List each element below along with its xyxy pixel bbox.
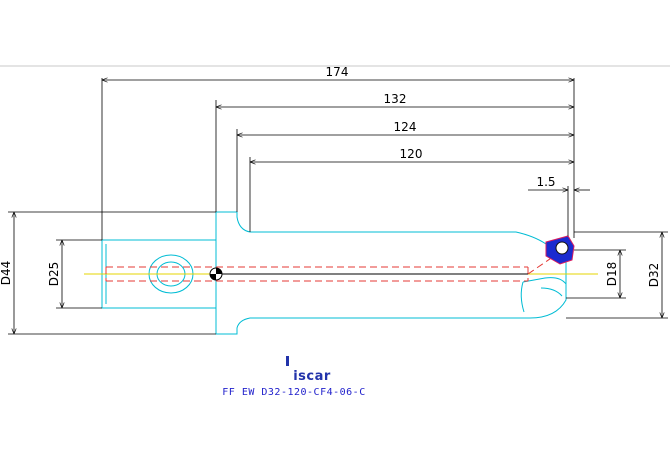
dim-label-d18: D18 bbox=[605, 262, 619, 287]
balance-marker bbox=[209, 267, 223, 281]
brand-logo: iscar bbox=[286, 356, 331, 384]
flute-outline bbox=[522, 277, 567, 285]
part-number: FF EW D32-120-CF4-06-C bbox=[222, 387, 365, 398]
cutting-insert bbox=[545, 235, 575, 265]
tool-body bbox=[101, 211, 567, 335]
dim-label-d44: D44 bbox=[0, 261, 13, 286]
dim-label-174: 174 bbox=[326, 65, 349, 79]
flange-outline bbox=[215, 211, 567, 335]
flute-outline-2 bbox=[520, 281, 525, 313]
dim-label-124: 124 bbox=[394, 120, 417, 134]
brand-logo-text: iscar bbox=[293, 369, 331, 384]
dim-label-d25: D25 bbox=[47, 262, 61, 287]
flute-outline-3 bbox=[540, 287, 563, 297]
dim-label-1-5: 1.5 bbox=[536, 175, 555, 189]
dim-label-120: 120 bbox=[400, 147, 423, 161]
dim-label-d32: D32 bbox=[647, 263, 661, 288]
dim-label-132: 132 bbox=[384, 92, 407, 106]
dimension-lines bbox=[8, 78, 668, 335]
coolant-channel bbox=[105, 251, 561, 282]
